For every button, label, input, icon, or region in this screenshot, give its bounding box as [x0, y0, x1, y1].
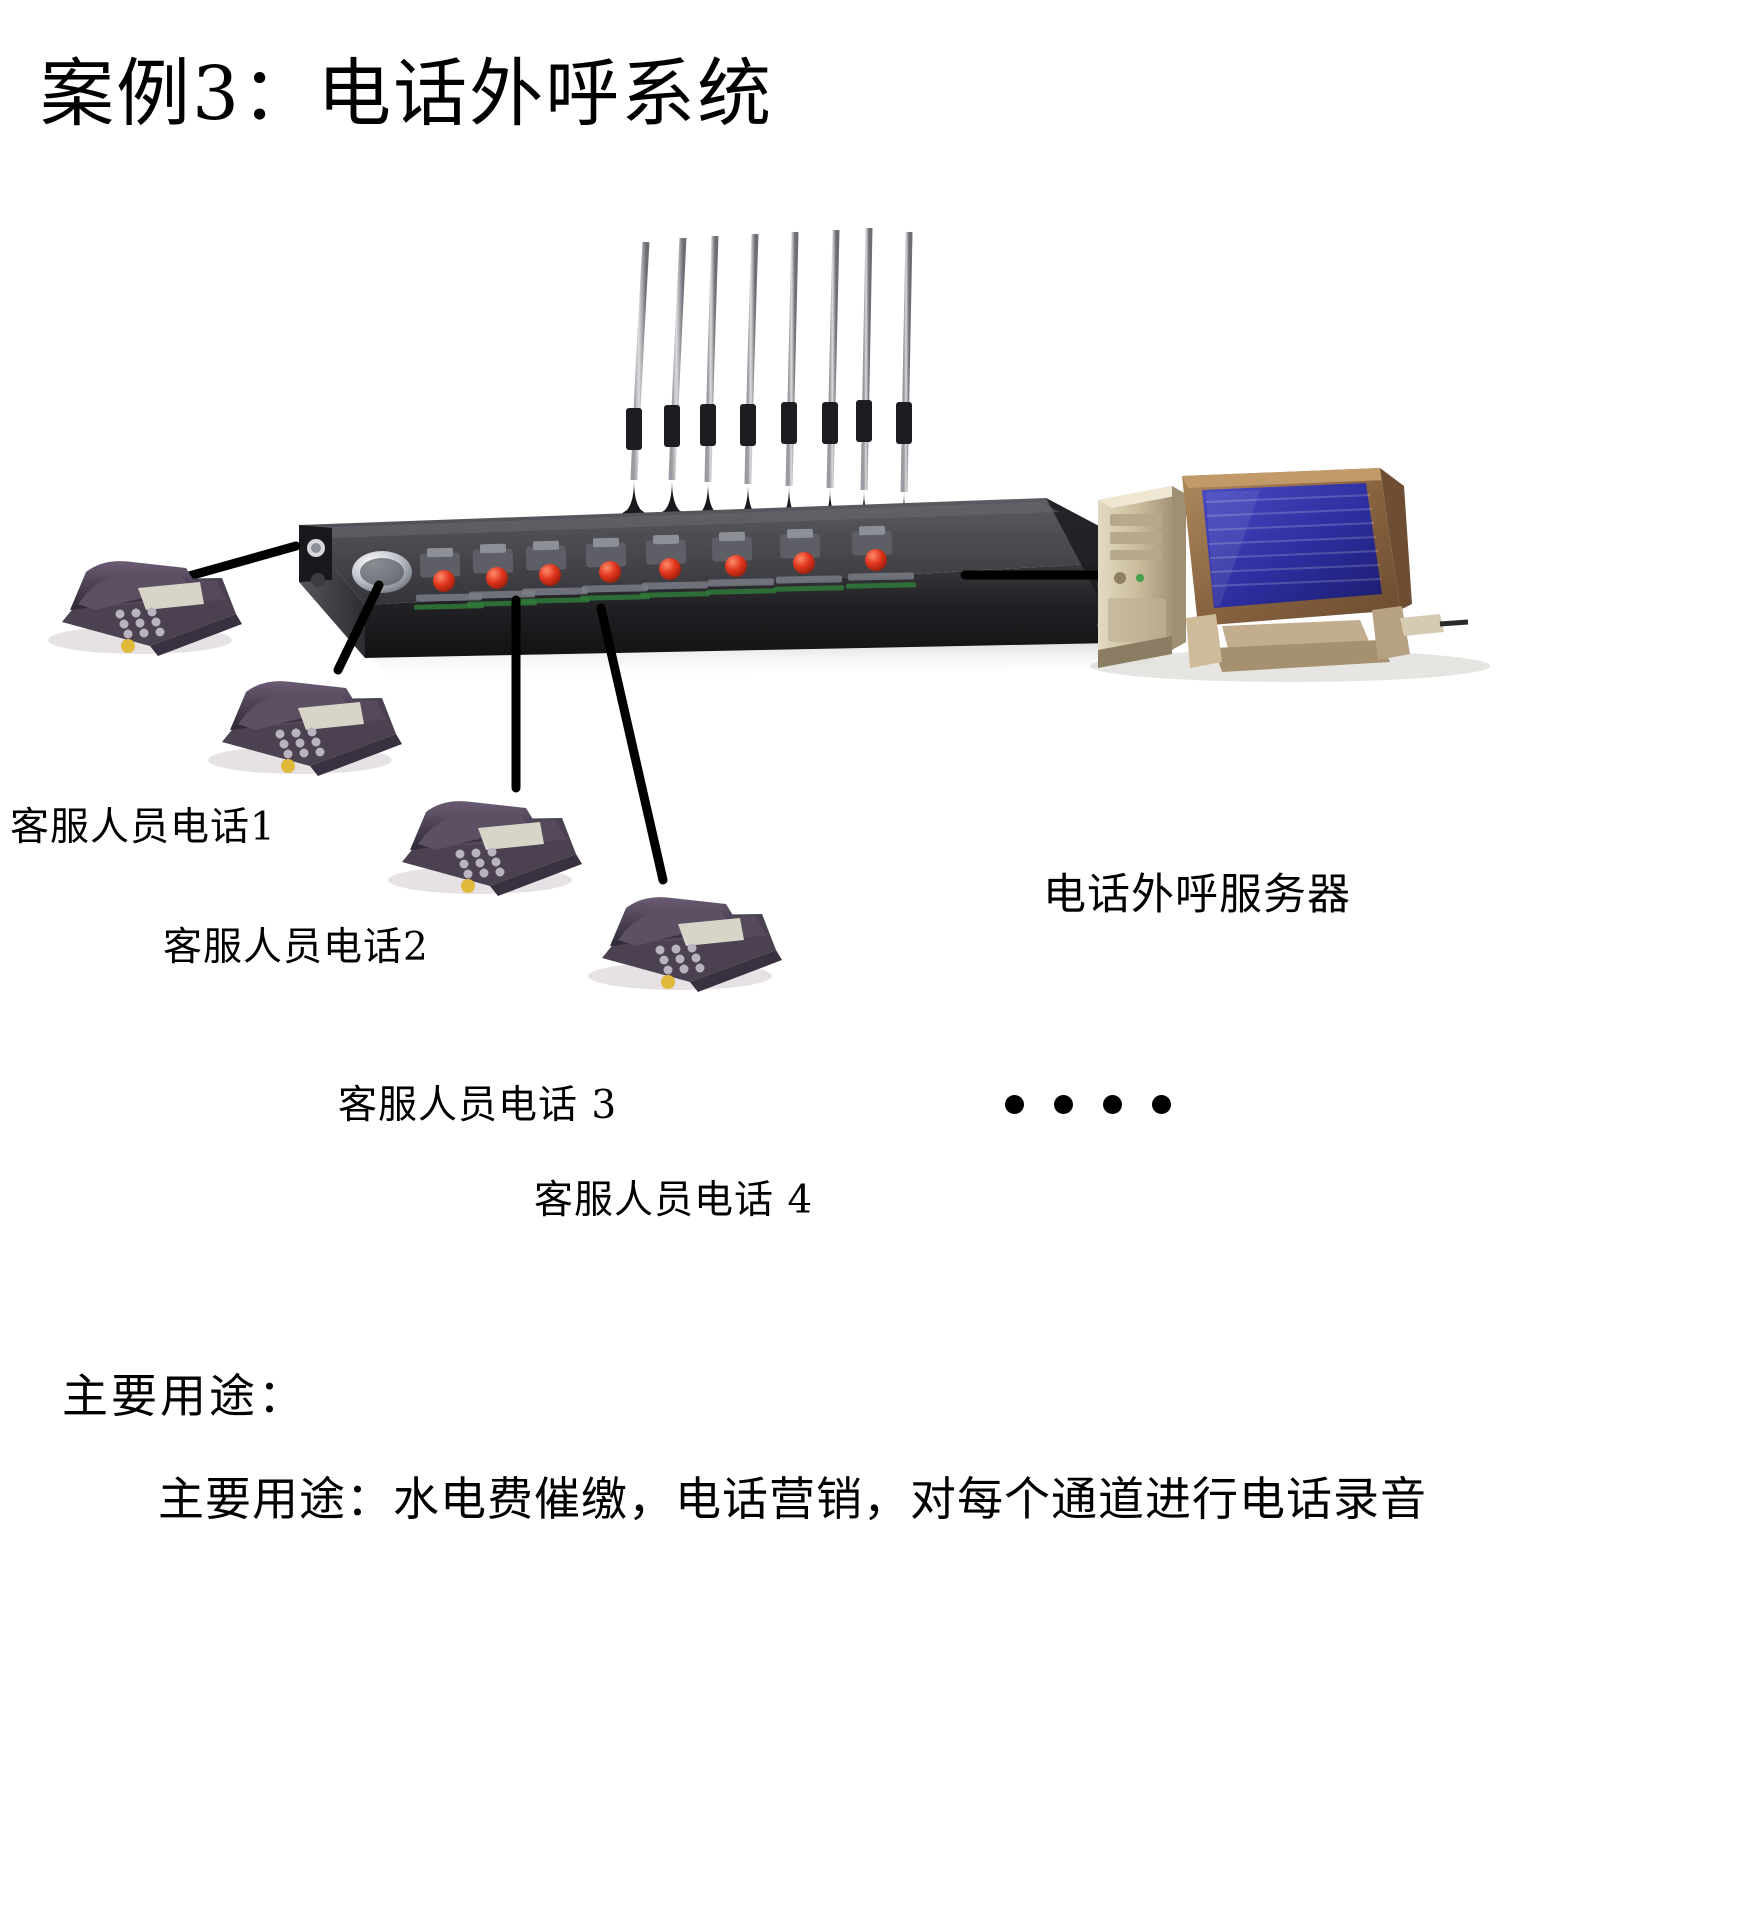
system-diagram	[0, 180, 1758, 1340]
gateway-antennas	[617, 227, 921, 535]
notes-heading: 主要用途：	[62, 1369, 307, 1423]
connector-phone-1	[170, 541, 301, 585]
phone-4	[588, 897, 782, 992]
server-label: 电话外呼服务器	[1043, 870, 1351, 920]
connector-lines	[170, 541, 1105, 885]
phone-3-label: 客服人员电话 3	[338, 1083, 618, 1128]
connector-phone-2	[333, 580, 384, 675]
page-title: 案例3：电话外呼系统	[40, 51, 774, 137]
outbound-call-server	[1090, 468, 1490, 682]
continuation-dots	[1005, 1095, 1171, 1114]
dot-2	[1054, 1095, 1073, 1114]
connector-phone-4	[596, 603, 668, 885]
gsm-gateway-device	[299, 498, 1163, 680]
phone-1	[48, 561, 242, 656]
phone-2-label: 客服人员电话2	[163, 925, 429, 970]
dot-4	[1152, 1095, 1171, 1114]
notes-paragraph: 主要用途：水电费催缴，电话营销，对每个通道进行电话录音	[158, 1472, 1427, 1526]
gateway-channels	[414, 525, 917, 610]
phone-4-label: 客服人员电话 4	[534, 1178, 814, 1223]
phone-2	[208, 681, 402, 776]
dot-1	[1005, 1095, 1024, 1114]
phone-1-label: 客服人员电话1	[10, 805, 276, 850]
dot-3	[1103, 1095, 1122, 1114]
phone-3	[388, 801, 582, 896]
